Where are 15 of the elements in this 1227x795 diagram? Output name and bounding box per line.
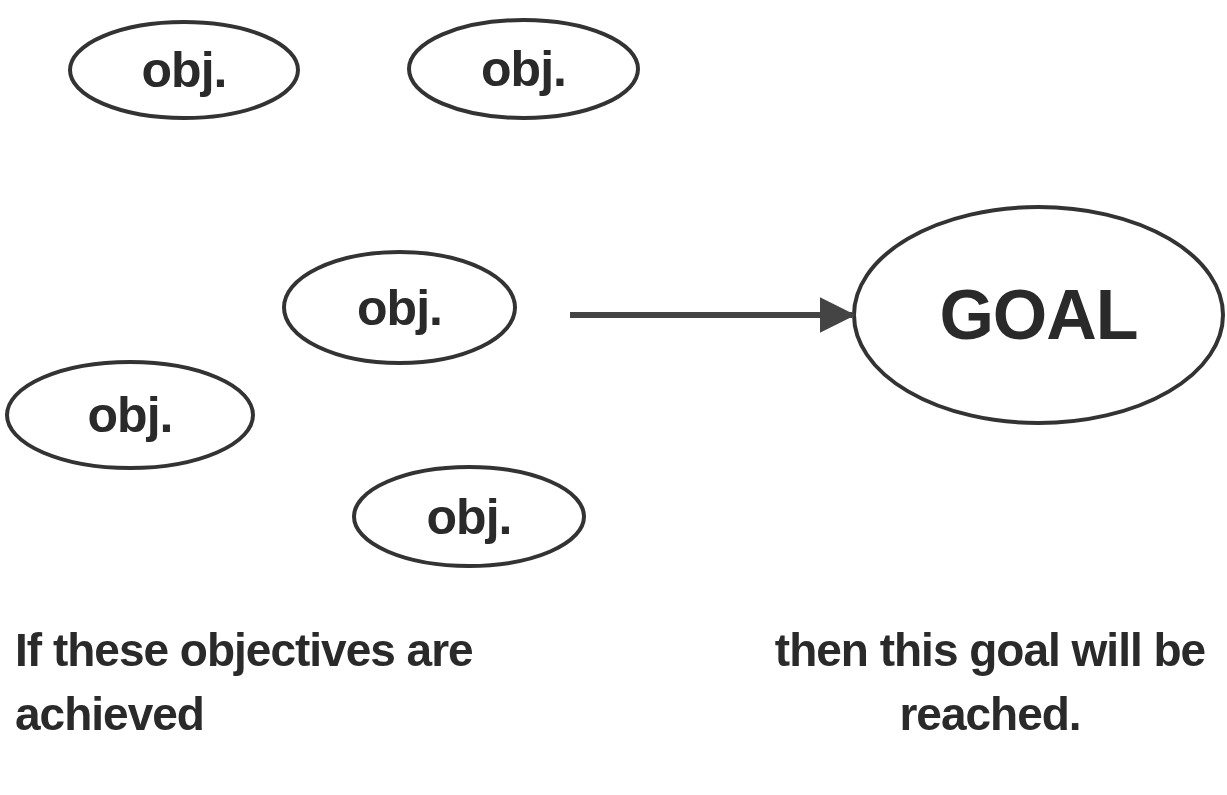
node-text: obj. — [87, 386, 173, 444]
node-text: GOAL — [939, 275, 1138, 355]
objective-ellipse — [68, 20, 300, 120]
node-text: obj. — [481, 40, 566, 98]
node-text: obj. — [141, 41, 227, 99]
objective-ellipse — [282, 250, 517, 365]
arrow — [570, 297, 856, 333]
objective-ellipse — [352, 465, 586, 568]
goal-ellipse — [852, 205, 1225, 425]
node-text: obj. — [426, 487, 512, 546]
node-text: obj. — [357, 278, 442, 337]
caption-text: then this goal will be reached. — [773, 623, 1207, 743]
objective-ellipse — [5, 360, 255, 470]
caption-text: If these objectives are achieved — [15, 623, 474, 743]
objective-ellipse — [407, 18, 640, 120]
